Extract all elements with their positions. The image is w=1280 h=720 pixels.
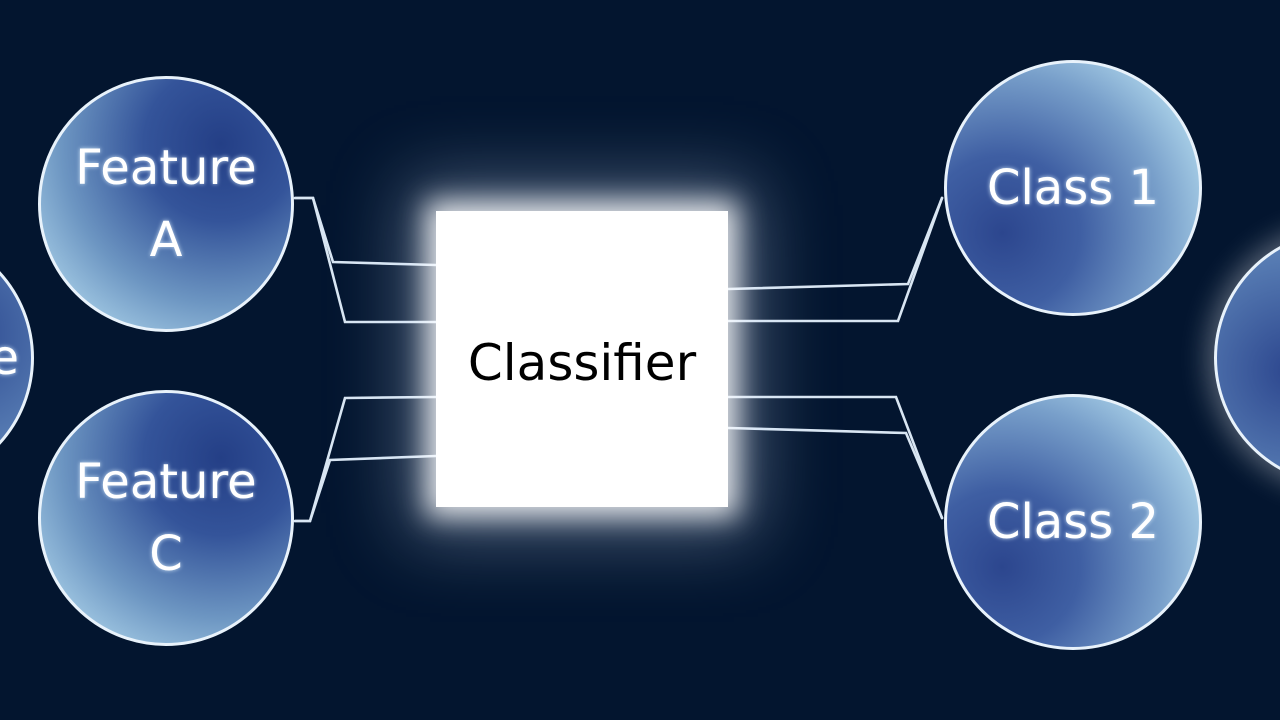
connector-class-1-1: [726, 196, 944, 291]
class-1-label: Class 1: [986, 160, 1160, 216]
feature-a-node: Feature A: [38, 76, 294, 332]
class-2-node: Class 2: [944, 394, 1202, 650]
connector-class-1-2: [726, 196, 944, 323]
class-2-label: Class 2: [986, 494, 1160, 550]
feature-a-label: Feature A: [75, 140, 257, 268]
class-1-node: Class 1: [944, 60, 1202, 316]
connector-feature-c-2: [293, 454, 438, 523]
connector-class-2-1: [726, 395, 944, 520]
classifier-box: Classifier: [436, 211, 728, 507]
connector-class-2-2: [726, 426, 944, 520]
partial-feature-label: e: [0, 330, 19, 386]
classifier-label: Classifier: [467, 334, 697, 392]
feature-c-node: Feature C: [38, 390, 294, 646]
feature-c-label: Feature C: [75, 454, 257, 582]
connector-feature-a-2: [293, 196, 438, 324]
